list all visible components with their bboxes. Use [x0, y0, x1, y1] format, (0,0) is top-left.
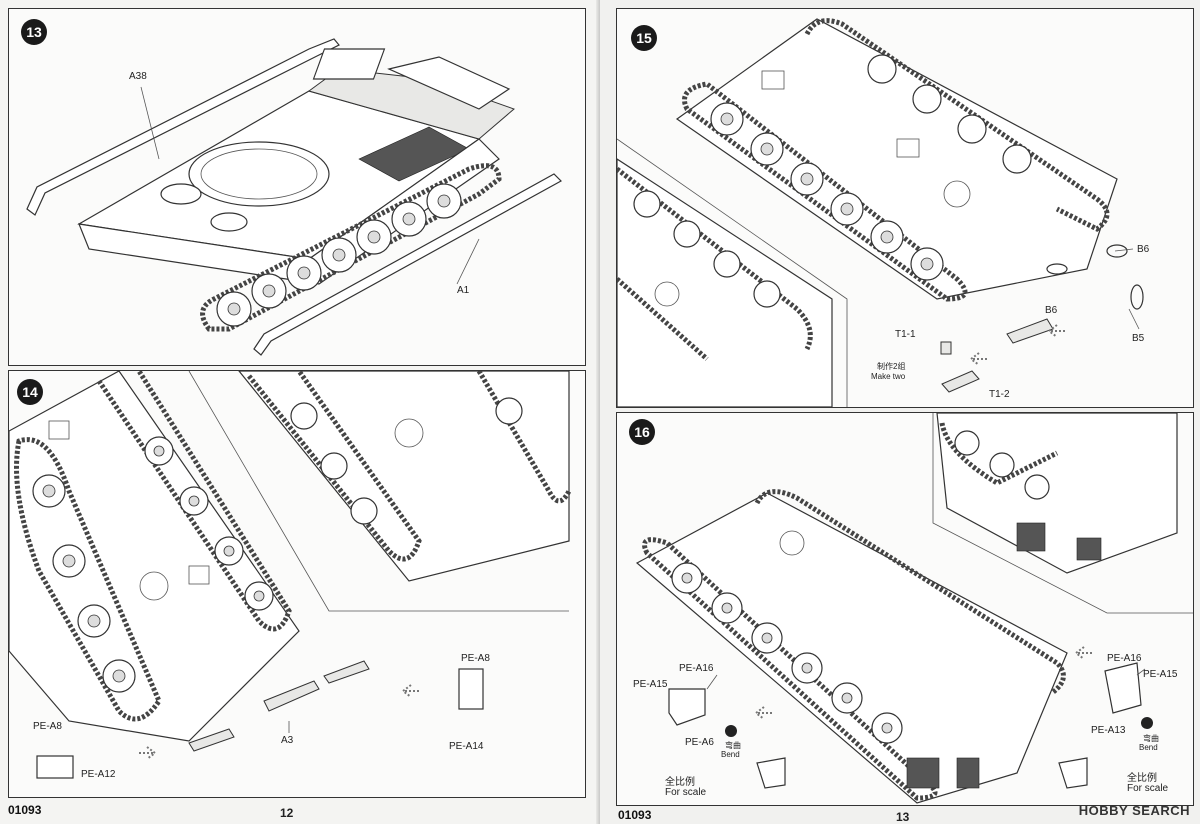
step-16-panel: 16: [616, 412, 1194, 806]
label-bend-cn-right: 弯曲: [1143, 734, 1159, 743]
label-bend-en-left: Bend: [721, 750, 740, 759]
label-pe-a15-right: PE-A15: [1143, 669, 1178, 680]
label-for-scale-cn-left: 全比例: [665, 777, 695, 788]
product-code-left: 01093: [8, 803, 42, 817]
label-make-two-cn: 制作2组: [877, 362, 906, 371]
page-number-12: 12: [280, 806, 294, 820]
label-a38: A38: [129, 71, 147, 82]
watermark-text: HOBBY SEARCH: [1078, 803, 1190, 818]
step-14-number: 14: [17, 379, 43, 405]
page-12: 13: [0, 0, 600, 824]
label-make-two-en: Make two: [871, 372, 906, 381]
label-pe-a8-right: PE-A8: [461, 653, 490, 664]
label-pe-a12: PE-A12: [81, 769, 116, 780]
label-bend-en-right: Bend: [1139, 743, 1158, 752]
step-14-underside-drawing: [9, 371, 572, 779]
step-13-panel: 13: [8, 8, 586, 366]
label-pe-a16-left: PE-A16: [679, 663, 714, 674]
step-16-number: 16: [629, 419, 655, 445]
label-for-scale-cn-right: 全比例: [1127, 773, 1157, 784]
label-b5: B5: [1132, 333, 1145, 344]
label-pe-a15-left: PE-A15: [633, 679, 668, 690]
product-code-right: 01093: [618, 808, 652, 822]
label-b6-top: B6: [1137, 244, 1150, 255]
label-pe-a8-left: PE-A8: [33, 721, 62, 732]
label-pe-a16-right: PE-A16: [1107, 653, 1142, 664]
page-13: 15: [600, 0, 1200, 824]
label-pe-a6: PE-A6: [685, 737, 714, 748]
label-t1-1: T1-1: [895, 329, 916, 340]
label-a1: A1: [457, 285, 470, 296]
bend-icon-right: [1141, 717, 1153, 729]
label-t1-2: T1-2: [989, 389, 1010, 400]
label-bend-cn-left: 弯曲: [725, 741, 741, 750]
page-number-13: 13: [896, 810, 910, 824]
label-for-scale-en-right: For scale: [1127, 783, 1169, 794]
bend-icon-left: [725, 725, 737, 737]
step-14-panel: 14: [8, 370, 586, 798]
label-pe-a13: PE-A13: [1091, 725, 1126, 736]
label-pe-a14: PE-A14: [449, 741, 484, 752]
step-13-hull-drawing: [26, 38, 562, 356]
label-for-scale-en-left: For scale: [665, 787, 707, 798]
label-a3: A3: [281, 735, 294, 746]
label-b6-mid: B6: [1045, 305, 1058, 316]
step-16-hull-drawing: [635, 413, 1193, 804]
step-15-hull-drawing: [617, 18, 1144, 407]
step-13-number: 13: [21, 19, 47, 45]
step-15-number: 15: [631, 25, 657, 51]
step-15-panel: 15: [616, 8, 1194, 408]
